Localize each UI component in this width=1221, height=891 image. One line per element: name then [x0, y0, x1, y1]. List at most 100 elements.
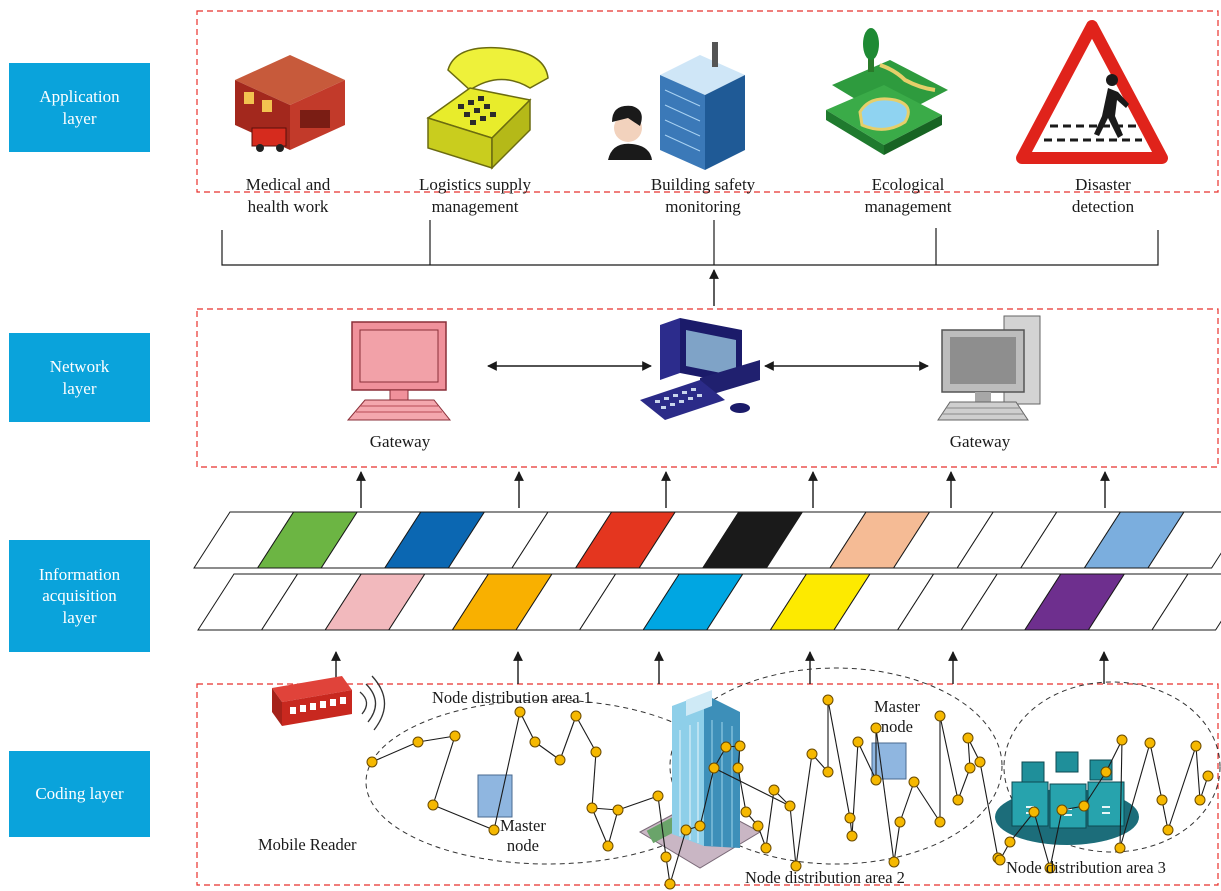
office-building-icon	[608, 42, 745, 170]
sensor-node	[1114, 842, 1126, 854]
node-link	[899, 781, 915, 823]
app-label-medical: Medical and health work	[245, 175, 331, 217]
node-link	[559, 715, 577, 761]
node-distribution-area-2-label: Node distribution area 2	[745, 868, 905, 887]
sensor-node	[590, 746, 602, 758]
node-link	[669, 829, 687, 885]
node-link	[417, 735, 456, 743]
node-link	[1105, 739, 1123, 773]
sensor-node	[964, 762, 976, 774]
node-link	[1049, 809, 1063, 869]
sensor-node	[680, 824, 692, 836]
sensor-node	[427, 799, 439, 811]
sensor-node	[852, 736, 864, 748]
node-link	[371, 741, 419, 763]
sensor-node	[1144, 737, 1156, 749]
node-link	[875, 727, 895, 863]
node-link	[1195, 745, 1201, 801]
telephone-icon	[426, 46, 549, 170]
coding-layer-frame	[196, 683, 1219, 886]
sensor-node	[752, 820, 764, 832]
sensor-node	[1190, 740, 1202, 752]
warning-sign-icon	[1016, 20, 1168, 164]
node-link	[1083, 771, 1107, 807]
sensor-node	[1116, 734, 1128, 746]
sensor-node	[952, 794, 964, 806]
application-layer-frame	[196, 10, 1219, 193]
sensor-node	[822, 694, 834, 706]
sensor-node	[488, 824, 500, 836]
sensor-node	[1202, 770, 1214, 782]
sensor-node	[1056, 804, 1068, 816]
node-link	[607, 809, 619, 847]
network-layer-label: Network layer	[9, 333, 150, 422]
strip-segment	[1147, 511, 1221, 569]
node-link	[1009, 811, 1035, 843]
sensor-node	[514, 706, 526, 718]
node-link	[795, 753, 813, 867]
network-layer-frame	[196, 308, 1219, 468]
sensor-node	[602, 840, 614, 852]
node-link	[519, 711, 536, 743]
strip-segment	[1151, 573, 1221, 631]
app-label-disaster: Disaster detection	[1071, 175, 1135, 217]
node-dots	[366, 694, 1214, 890]
master-node-2-label: Master node	[874, 697, 920, 736]
application-layer-label: Application layer	[9, 63, 150, 152]
master-node-2-square	[871, 742, 907, 780]
sensor-node	[366, 756, 378, 768]
node-link	[1167, 745, 1197, 831]
sensor-node	[908, 776, 920, 788]
sensor-node	[570, 710, 582, 722]
sensor-node	[412, 736, 424, 748]
sensor-node	[734, 740, 746, 752]
app-label-building: Building safety monitoring	[650, 175, 756, 217]
node-link	[493, 711, 521, 831]
node-link	[737, 767, 747, 813]
acquisition-strip-bottom	[197, 573, 1221, 631]
gateway-computer-icon-right	[937, 315, 1041, 421]
sensor-node	[449, 730, 461, 742]
sensor-node	[612, 804, 624, 816]
node-link	[893, 821, 901, 863]
node-distribution-area-3-boundary	[1003, 681, 1221, 853]
sensor-node	[529, 736, 541, 748]
node-link	[1119, 739, 1123, 849]
park-map-icon	[826, 28, 948, 155]
sensor-node	[1162, 824, 1174, 836]
mobile-reader-icon	[272, 675, 386, 731]
sensor-node	[1100, 766, 1112, 778]
node-link	[979, 761, 999, 859]
sensor-node	[1156, 794, 1168, 806]
sensor-node	[660, 851, 672, 863]
sensor-node	[870, 774, 882, 786]
sensor-node	[994, 854, 1006, 866]
node-link	[1033, 811, 1051, 869]
master-node-1-square	[477, 774, 513, 818]
gateway-computer-icon-left	[346, 321, 452, 421]
app-label-ecological: Ecological management	[864, 175, 952, 217]
sensor-node	[694, 820, 706, 832]
fire-station-icon	[235, 55, 345, 152]
sensor-node	[894, 816, 906, 828]
node-link	[789, 805, 797, 867]
node-link	[699, 767, 715, 827]
acquisition-strip-top	[193, 511, 1221, 569]
sensor-node	[760, 842, 772, 854]
node-link	[1149, 742, 1163, 801]
sensor-node	[768, 784, 780, 796]
sensor-node	[934, 816, 946, 828]
node-link	[591, 751, 597, 809]
app-label-logistics: Logistics supply management	[419, 175, 531, 217]
sensor-node	[822, 766, 834, 778]
gateway-label-right: Gateway	[949, 432, 1011, 451]
sensor-node	[1028, 806, 1040, 818]
sensor-node	[846, 830, 858, 842]
node-link	[857, 741, 877, 781]
sensor-node	[652, 790, 664, 802]
node-link	[827, 699, 851, 819]
application-connector	[221, 220, 1159, 266]
sensor-node	[708, 762, 720, 774]
node-link	[591, 807, 609, 847]
